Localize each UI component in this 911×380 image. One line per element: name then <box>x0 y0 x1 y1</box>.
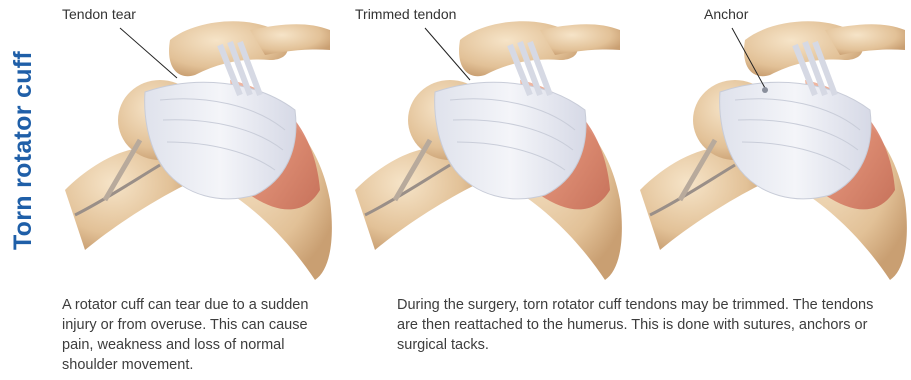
leader-line <box>120 28 177 78</box>
shoulder-illustration <box>620 0 910 290</box>
illustration-panel-anchor: Anchor <box>620 0 910 290</box>
label-trimmed-tendon: Trimmed tendon <box>355 6 456 22</box>
caption-right: During the surgery, torn rotator cuff te… <box>397 295 897 355</box>
label-anchor: Anchor <box>704 6 748 22</box>
caption-left: A rotator cuff can tear due to a sudden … <box>62 295 342 375</box>
illustration-panel-trimmed: Trimmed tendon <box>335 0 625 290</box>
shoulder-illustration <box>45 0 335 290</box>
shoulder-illustration <box>335 0 625 290</box>
illustration-panel-tear: Tendon tear <box>45 0 335 290</box>
page-title: Torn rotator cuff <box>10 50 39 249</box>
label-tendon-tear: Tendon tear <box>62 6 136 22</box>
anchor-marker <box>762 87 768 93</box>
side-title: Torn rotator cuff <box>4 0 44 300</box>
